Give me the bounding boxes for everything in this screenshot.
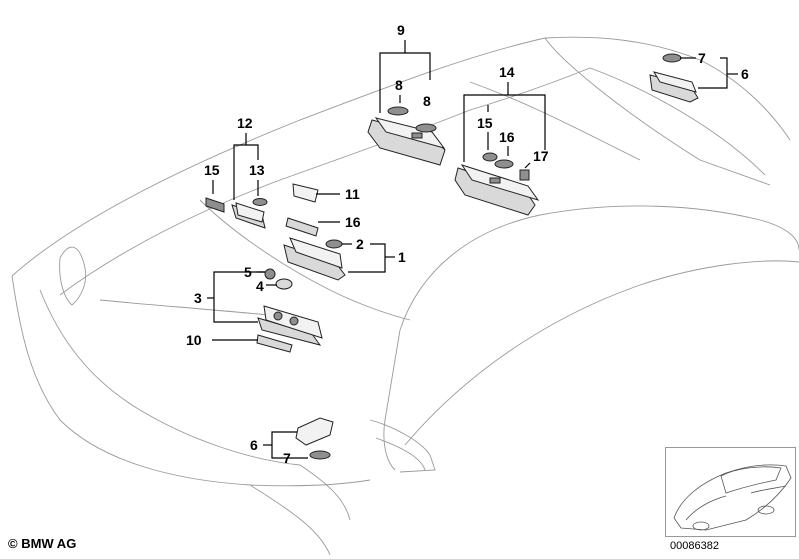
callout-6-top: 6	[741, 66, 749, 82]
callout-16-right: 16	[499, 129, 515, 145]
document-number: 00086382	[670, 540, 719, 552]
callout-15-left: 15	[204, 162, 220, 178]
callout-11: 11	[345, 186, 360, 202]
vehicle-thumbnail-drawing	[673, 464, 792, 531]
callout-14: 14	[499, 64, 515, 80]
callout-labels: 9 8 8 14 15 16 17 7 6 12 13 15 11 16 2 1…	[186, 22, 749, 466]
callout-4: 4	[256, 278, 264, 294]
callout-7-top: 7	[698, 50, 706, 66]
part-16-left	[285, 217, 319, 237]
part-11	[292, 183, 319, 203]
callout-2: 2	[356, 236, 364, 252]
callout-1: 1	[398, 249, 406, 265]
part-10	[256, 334, 293, 353]
main-front-lamp	[283, 237, 346, 281]
callout-7-bottom: 7	[283, 450, 291, 466]
callout-15-right: 15	[477, 115, 493, 131]
callout-9: 9	[397, 22, 405, 38]
part-5	[264, 268, 276, 280]
front-reading-lamp	[257, 305, 323, 346]
callout-8-right: 8	[423, 93, 431, 109]
callout-17: 17	[533, 148, 549, 164]
rear-lamp-housing	[367, 106, 446, 166]
callout-13: 13	[249, 162, 265, 178]
parts	[205, 53, 699, 460]
left-lamp-group	[205, 197, 268, 229]
rear-right-lamp-housing	[454, 152, 540, 216]
callout-10: 10	[186, 332, 202, 348]
callout-8-left: 8	[395, 77, 403, 93]
callout-5: 5	[244, 264, 252, 280]
callout-6-bottom: 6	[250, 437, 258, 453]
top-right-lamp	[649, 53, 699, 103]
vehicle-thumbnail	[665, 447, 796, 537]
callout-12: 12	[237, 115, 253, 131]
copyright-notice: © BMW AG	[8, 536, 77, 551]
car-body-outline	[11, 36, 799, 556]
bottom-lamp	[295, 417, 334, 460]
callout-3: 3	[194, 290, 202, 306]
callout-16-left: 16	[345, 214, 361, 230]
part-4	[275, 278, 293, 290]
leader-lines	[207, 40, 738, 459]
